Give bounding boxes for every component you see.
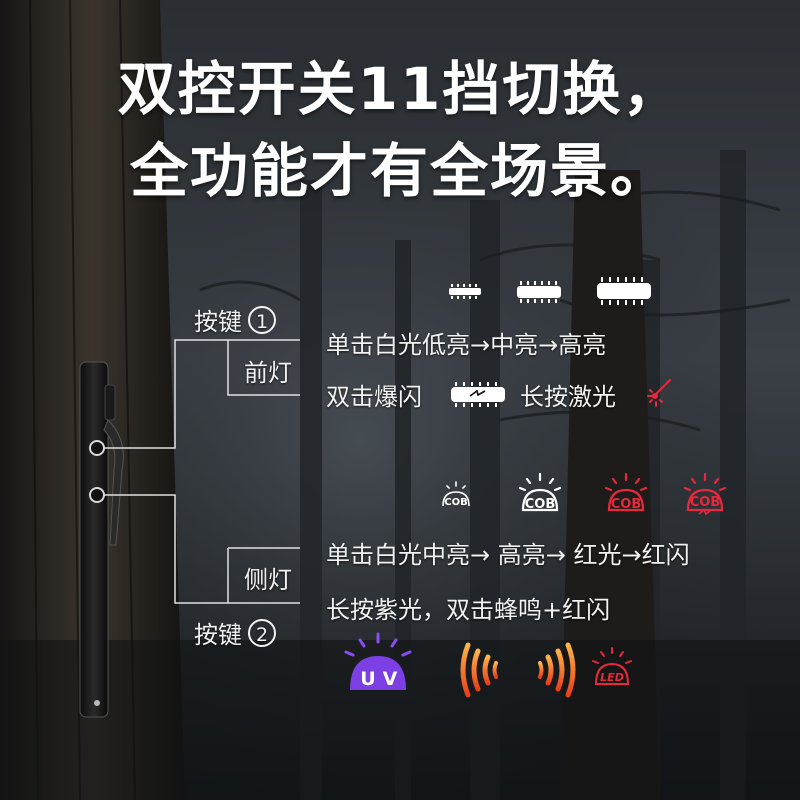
strobe-strip-icon xyxy=(451,382,505,407)
front-light-group-label: 前灯 xyxy=(244,359,292,387)
uv-letter-u: U xyxy=(360,668,375,690)
cob-red-text: COB xyxy=(611,497,642,512)
cob-white-high-text: COB xyxy=(525,497,556,512)
laser-icon xyxy=(647,379,671,407)
side-light-click-modes: 单击白光中亮→ 高亮→ 红光→红闪 xyxy=(326,541,690,569)
cob-red-icon: COB xyxy=(604,472,648,512)
button-1-number: 1 xyxy=(248,306,276,334)
buzzer-sound-icon xyxy=(460,642,576,698)
cob-red-flash-icon: COB xyxy=(683,472,727,516)
cob-red-flash-text: COB xyxy=(690,495,721,510)
front-light-long-press: 长按激光 xyxy=(520,383,616,411)
headline-line-1: 双控开关11挡切换， xyxy=(117,55,683,123)
button-2-number: 2 xyxy=(248,619,276,647)
front-light-click-modes: 单击白光低亮→中亮→高亮 xyxy=(326,331,607,359)
cob-white-high-icon: COB xyxy=(518,472,562,512)
headline-line-2: 全功能才有全场景。 xyxy=(129,137,670,205)
button-1-text: 按键 xyxy=(194,308,242,336)
button-2-text: 按键 xyxy=(194,621,242,649)
red-led-text: LED xyxy=(600,671,624,684)
cob-white-low-icon: COB xyxy=(442,481,470,508)
led-strip-mid-icon xyxy=(517,281,561,303)
uv-light-icon: U V xyxy=(344,632,412,690)
side-light-long-press: 长按紫光，双击蜂鸣+红闪 xyxy=(326,596,611,624)
cob-white-low-text: COB xyxy=(444,497,467,508)
side-light-group-label: 侧灯 xyxy=(244,566,292,594)
uv-letter-v: V xyxy=(383,668,398,690)
front-light-double-click: 双击爆闪 xyxy=(326,383,422,411)
red-led-flash-icon: LED xyxy=(592,647,632,685)
led-strip-high-icon xyxy=(597,277,651,305)
led-strip-low-icon xyxy=(449,284,481,299)
